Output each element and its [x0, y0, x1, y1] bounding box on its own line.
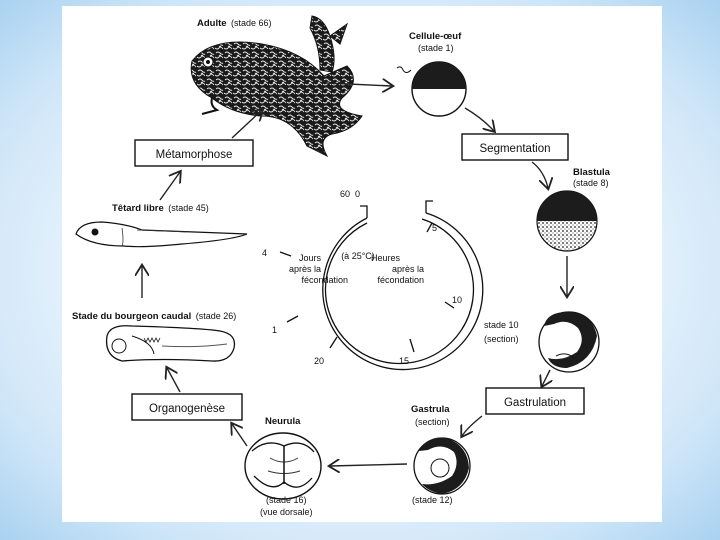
life-cycle-diagram: Adulte (stade 66) Cellule-œuf (stade 1) … [72, 13, 611, 517]
blastula-label: Blastula [573, 167, 611, 178]
metamorphosis-box: Métamorphose [134, 139, 254, 167]
clock-tick-0: 0 [355, 189, 360, 199]
svg-text:Métamorphose: Métamorphose [156, 149, 233, 161]
svg-text:Organogenèse: Organogenèse [149, 403, 225, 415]
days-label-2: après la [289, 264, 321, 274]
neurula-stage-label: (stade 16) [266, 495, 307, 505]
clock-tick-60: 60 [340, 189, 350, 199]
gastrulation-box: Gastrulation [485, 387, 585, 415]
arrow-segmentation-to-blastula [531, 161, 548, 188]
stage-10-illustration [538, 311, 600, 373]
arrow-tadpole-to-metamorphosis [159, 172, 180, 201]
gastrula-stage-label: (stade 12) [412, 495, 453, 505]
neurula-illustration [244, 432, 322, 500]
arrow-gastrula-to-neurula [330, 464, 408, 466]
gastrula-label: Gastrula [411, 404, 450, 415]
egg-label: Cellule-œuf [409, 31, 462, 42]
egg-cell-illustration [396, 61, 467, 117]
svg-text:Segmentation: Segmentation [480, 143, 551, 155]
clock-temperature: (à 25°C) [341, 251, 375, 261]
arrow-egg-to-segmentation [464, 107, 494, 131]
clock-tick-20: 20 [314, 356, 324, 366]
blastula-illustration [536, 190, 598, 252]
blastula-stage-label: (stade 8) [573, 178, 609, 188]
neurula-view-label: (vue dorsale) [260, 507, 313, 517]
segmentation-box: Segmentation [461, 133, 569, 161]
svg-text:Gastrulation: Gastrulation [504, 397, 566, 409]
arrow-organogenesis-to-tailbud [167, 368, 181, 393]
gastrula-section-label: (section) [415, 417, 450, 427]
gastrula-illustration [413, 437, 471, 495]
clock-tick-15: 15 [399, 356, 409, 366]
clock-tick-10: 10 [452, 295, 462, 305]
timeline-clock [279, 200, 484, 371]
clock-tick-5: 5 [432, 223, 437, 233]
arrow-metamorphosis-to-adult [231, 110, 262, 139]
stage-10-label: stade 10 [484, 320, 519, 330]
hours-label-2: après la [392, 264, 424, 274]
stage-10-section-label: (section) [484, 334, 519, 344]
egg-stage-label: (stade 1) [418, 43, 454, 53]
hours-label-3: fécondation [377, 275, 424, 285]
adult-label: Adulte (stade 66) [197, 13, 272, 30]
arrow-stage10-to-gastrulation [542, 369, 550, 386]
neurula-label: Neurula [265, 416, 301, 427]
arrow-adult-to-egg [326, 83, 392, 86]
hours-label-1: Heures [371, 253, 401, 263]
arrow-neurula-to-organogenesis [232, 424, 248, 447]
cycle-arrows [142, 83, 567, 466]
clock-tick-1: 1 [272, 325, 277, 335]
days-label-3: fécondation [301, 275, 348, 285]
arrow-gastrulation-to-gastrula [462, 415, 483, 436]
slide-image: Adulte (stade 66) Cellule-œuf (stade 1) … [62, 6, 662, 522]
organogenesis-box: Organogenèse [131, 393, 243, 421]
tadpole-illustration [75, 221, 248, 248]
days-label-1: Jours [299, 253, 322, 263]
adult-frog-illustration [190, 15, 363, 158]
tailbud-label: Stade du bourgeon caudal (stade 26) [72, 306, 236, 323]
clock-tick-4: 4 [262, 248, 267, 258]
tailbud-embryo-illustration [105, 325, 236, 362]
tadpole-label: Têtard libre (stade 45) [112, 198, 209, 215]
